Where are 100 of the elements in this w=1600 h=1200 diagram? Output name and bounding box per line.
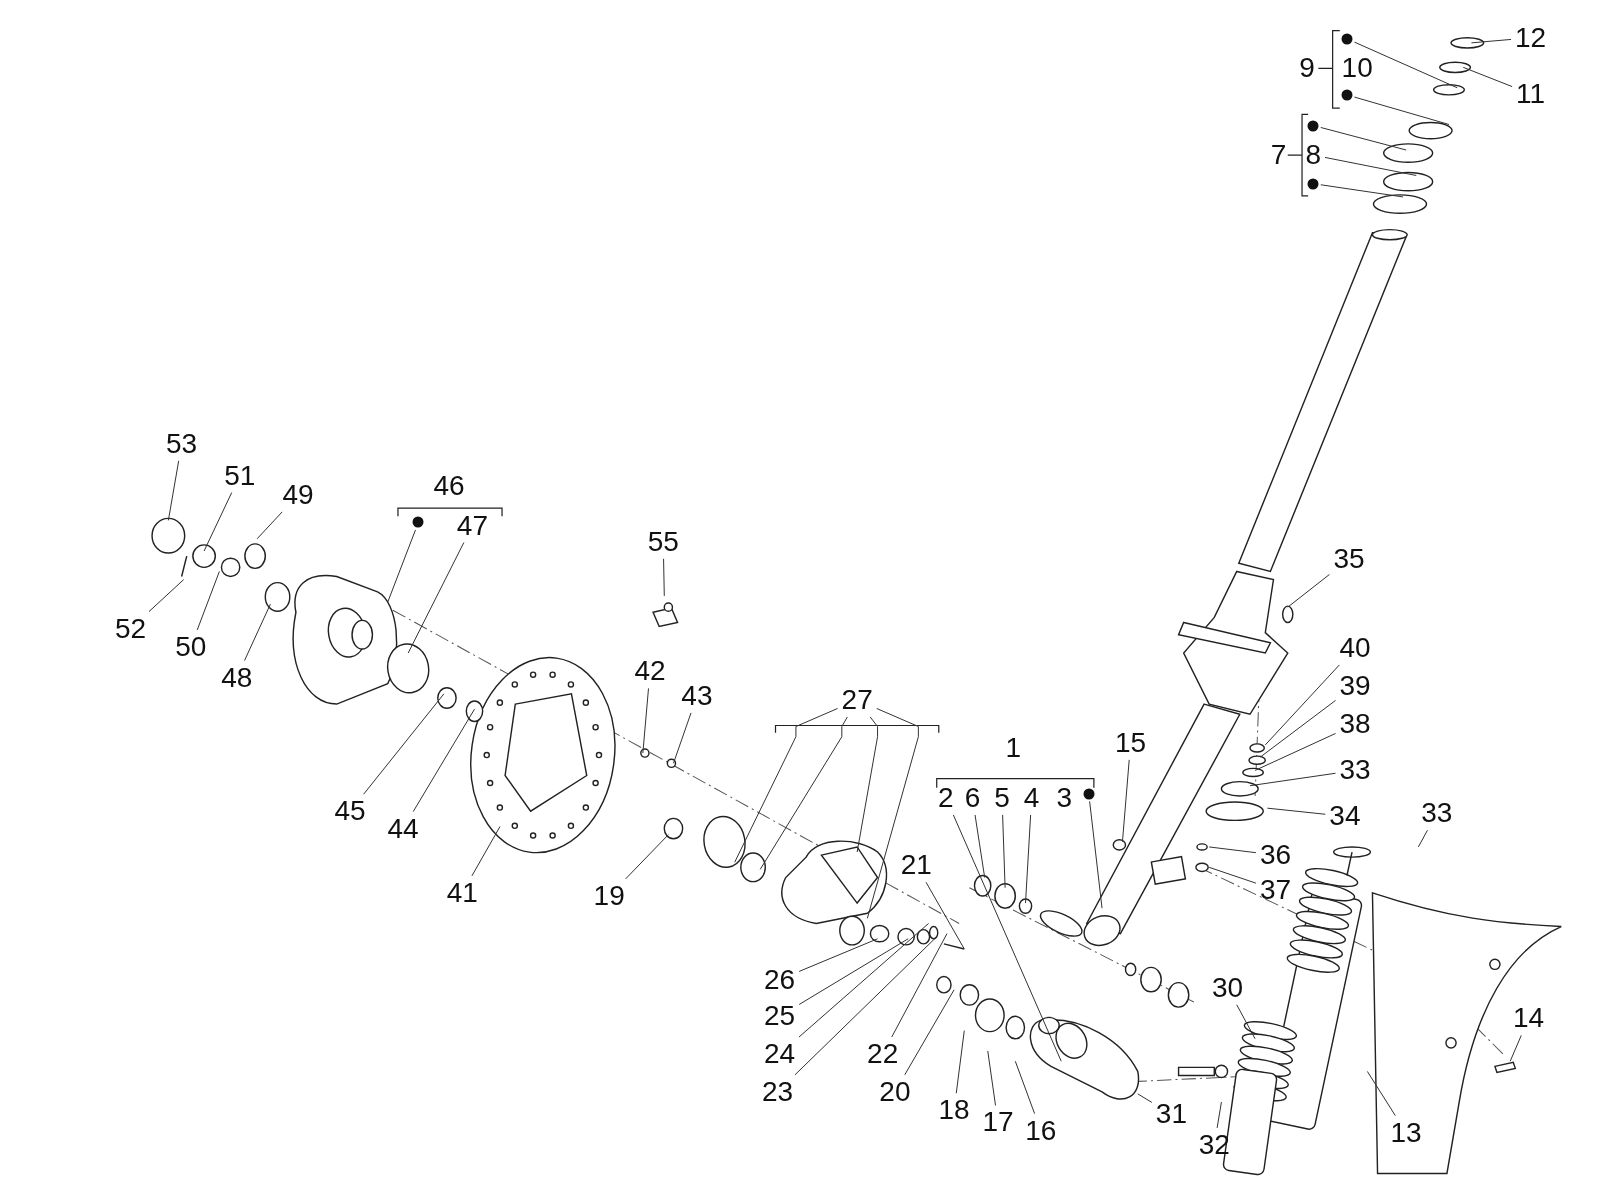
leader-line (1089, 800, 1103, 909)
callout-number: 10 (1339, 53, 1375, 84)
callout-number: 6 (962, 782, 983, 813)
leader-line (244, 603, 271, 662)
leader-line (1121, 759, 1130, 843)
callout-number: 53 (164, 428, 200, 459)
callout-number: 55 (645, 526, 681, 557)
leader-line (412, 708, 475, 813)
leader-line (1137, 1093, 1153, 1103)
callout-number: 1 (1003, 732, 1024, 763)
leader-line (1216, 1101, 1222, 1129)
leader-line (1236, 1004, 1256, 1040)
callout-number: 26 (762, 964, 798, 995)
callout-number: 46 (431, 470, 467, 501)
leader-line (1264, 664, 1340, 746)
leader-line (256, 511, 283, 540)
callout-number: 44 (385, 813, 421, 844)
callout-number: 40 (1337, 632, 1373, 663)
bullet-dot (1083, 788, 1095, 800)
leader-line (925, 881, 965, 950)
leader-line (1249, 772, 1336, 787)
callout-number: 21 (898, 850, 934, 881)
leader-line (1470, 38, 1512, 44)
leader-line (798, 922, 930, 1038)
leader-line (1320, 127, 1407, 151)
leader-line (798, 938, 879, 972)
callout-number: 36 (1257, 840, 1294, 871)
callout-number: 9 (1297, 53, 1317, 84)
bullet-dot (1341, 33, 1353, 45)
callout-number: 50 (173, 631, 209, 662)
leader-line (759, 716, 848, 870)
callout-number: 20 (877, 1076, 913, 1107)
callout-number: 23 (759, 1076, 796, 1107)
leader-line (891, 933, 948, 1038)
callout-number: 13 (1388, 1117, 1424, 1148)
leader-line (734, 708, 839, 863)
leader-line (387, 529, 416, 603)
callout-number: 19 (591, 880, 627, 911)
callout-number: 39 (1337, 670, 1373, 701)
leader-line (1259, 699, 1336, 758)
bullet-dot (1307, 178, 1319, 190)
leader-line (798, 938, 909, 1005)
callout-number: 22 (865, 1039, 901, 1070)
leader-line (1417, 829, 1428, 848)
callout-number: 27 (839, 685, 875, 715)
callout-number: 41 (444, 877, 480, 908)
leader-line (471, 826, 501, 877)
leader-line (1208, 866, 1257, 884)
leader-line (1366, 1070, 1396, 1117)
callout-number: 3 (1054, 782, 1075, 813)
callout-number: 11 (1514, 78, 1548, 109)
leader-line (203, 492, 233, 552)
callout-number: 16 (1023, 1115, 1059, 1146)
leader-line (1353, 41, 1458, 89)
leader-line (794, 936, 938, 1076)
callout-number: 34 (1327, 801, 1363, 832)
callout-number: 31 (1153, 1099, 1189, 1130)
leader-line (148, 579, 185, 613)
leader-line (363, 693, 445, 795)
leader-line (1266, 807, 1326, 815)
leader-line (1287, 574, 1330, 608)
callout-number: 43 (679, 680, 715, 711)
leader-line (1002, 814, 1006, 889)
leader-line (866, 708, 919, 919)
callout-number: 18 (936, 1095, 972, 1126)
leader-line (625, 834, 669, 880)
callout-number: 4 (1021, 782, 1042, 813)
leader-line (672, 712, 692, 764)
leader-line (1014, 1060, 1036, 1115)
leader-line (974, 814, 986, 879)
callout-number: 33 (1419, 798, 1455, 829)
leader-line (955, 1030, 965, 1094)
callout-number: 5 (992, 782, 1012, 813)
leader-line (642, 687, 649, 754)
callout-number: 8 (1303, 140, 1324, 171)
leader-line (1324, 156, 1417, 176)
callout-number: 12 (1513, 22, 1549, 53)
callout-number: 47 (454, 510, 490, 541)
callout-number: 42 (632, 656, 668, 687)
leader-line (1320, 184, 1404, 198)
leader-line (196, 570, 220, 631)
callout-number: 14 (1511, 1003, 1547, 1034)
callout-number: 48 (219, 662, 255, 693)
leader-line (1208, 846, 1257, 854)
callout-number: 25 (762, 1001, 798, 1032)
callout-number: 7 (1268, 140, 1289, 171)
leader-line (1462, 66, 1513, 88)
callout-number: 51 (222, 460, 258, 491)
leader-line (856, 716, 879, 853)
callout-number: 33 (1337, 755, 1373, 786)
callout-number: 15 (1113, 727, 1149, 758)
leader-line (1254, 733, 1336, 771)
callout-number: 35 (1331, 544, 1367, 575)
callout-number: 52 (113, 613, 149, 644)
bullet-dot (1307, 120, 1319, 131)
callout-number: 38 (1337, 709, 1373, 740)
leader-line (167, 460, 180, 521)
callout-number: 17 (980, 1107, 1016, 1138)
leader-line (904, 989, 955, 1076)
leader-line (987, 1050, 997, 1106)
